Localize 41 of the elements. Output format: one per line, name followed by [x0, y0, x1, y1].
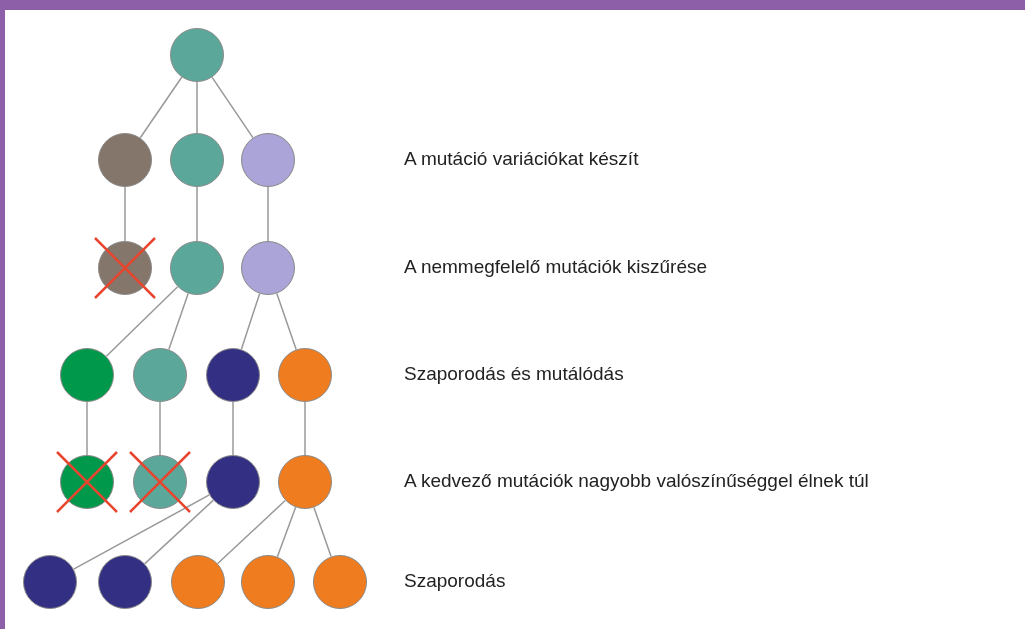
connector-line: [313, 506, 332, 558]
connector-line: [217, 499, 286, 565]
connector-line: [267, 186, 269, 242]
circle-node: [241, 241, 295, 295]
circle-node: [170, 28, 224, 82]
connector-line: [304, 401, 306, 456]
connector-line: [139, 76, 183, 139]
circle-node: [278, 455, 332, 509]
circle-node: [60, 348, 114, 402]
circle-node: [170, 241, 224, 295]
step-caption: A nemmegfelelő mutációk kiszűrése: [404, 256, 708, 278]
circle-node: [241, 133, 295, 187]
connector-line: [196, 81, 198, 134]
circle-node: [313, 555, 367, 609]
connector-line: [232, 401, 234, 456]
circle-node: [241, 555, 295, 609]
connector-line: [124, 186, 126, 242]
step-caption: Szaporodás: [404, 570, 506, 592]
connector-line: [72, 494, 211, 570]
connector-line: [196, 186, 198, 242]
connector-line: [105, 286, 179, 357]
connector-line: [211, 76, 254, 139]
step-caption: A mutáció variációkat készít: [404, 148, 639, 170]
circle-node: [206, 455, 260, 509]
connector-line: [168, 292, 189, 351]
circle-node: [23, 555, 77, 609]
connector-line: [159, 401, 161, 456]
connector-line: [240, 292, 261, 351]
circle-node: [206, 348, 260, 402]
connector-line: [86, 401, 88, 456]
connector-line: [276, 292, 297, 351]
circle-node: [98, 555, 152, 609]
connector-line: [276, 506, 297, 558]
circle-node: [278, 348, 332, 402]
circle-node: [171, 555, 225, 609]
circle-node: [170, 133, 224, 187]
circle-node: [98, 133, 152, 187]
step-caption: Szaporodás és mutálódás: [404, 363, 624, 385]
circle-node: [133, 348, 187, 402]
step-caption: A kedvező mutációk nagyobb valószínűséggel élnek túl: [404, 470, 869, 492]
connector-line: [144, 499, 214, 565]
